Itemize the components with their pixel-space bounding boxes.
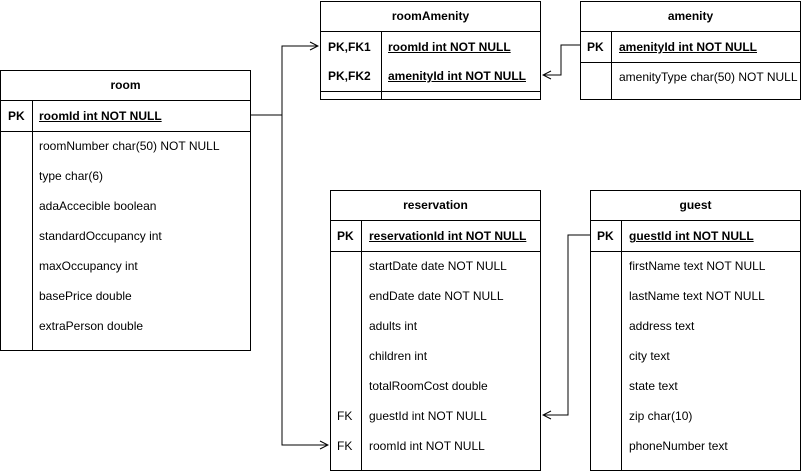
reservation-field-row: endDate date NOT NULL: [331, 281, 540, 311]
reservation-table: reservation PK reservationId int NOT NUL…: [330, 190, 541, 471]
guest-field: zip char(10): [629, 409, 693, 423]
room-field-row: extraPerson double: [1, 311, 250, 341]
roomamenity-field: amenityId int NOT NULL: [388, 69, 526, 83]
room-pk-field: roomId int NOT NULL: [39, 109, 162, 123]
guest-field: state text: [629, 379, 678, 393]
amenity-field-row: amenityType char(50) NOT NULL: [581, 62, 800, 92]
guest-field: firstName text NOT NULL: [629, 259, 766, 273]
reservation-key: FK: [337, 439, 353, 453]
reservation-field: endDate date NOT NULL: [369, 289, 504, 303]
reservation-field-row: FK roomId int NOT NULL: [331, 431, 540, 461]
room-field-row: basePrice double: [1, 281, 250, 311]
room-field-row: maxOccupancy int: [1, 251, 250, 281]
guest-table: guest PK guestId int NOT NULL firstName …: [590, 190, 801, 471]
roomamenity-table: roomAmenity PK,FK1 roomId int NOT NULL P…: [320, 1, 541, 100]
reservation-field: startDate date NOT NULL: [369, 259, 507, 273]
room-pk-row: PK roomId int NOT NULL: [1, 101, 250, 131]
amenity-table-title: amenity: [581, 2, 800, 32]
guest-pk-key: PK: [597, 229, 614, 243]
edge-amenity-to-roomamenity: [543, 44, 580, 75]
room-field: adaAccecible boolean: [39, 199, 157, 213]
room-table-title: room: [1, 71, 250, 101]
reservation-key: FK: [337, 409, 353, 423]
room-field-row: type char(6): [1, 161, 250, 191]
guest-field: address text: [629, 319, 695, 333]
room-field: basePrice double: [39, 289, 132, 303]
room-table: room PK roomId int NOT NULL roomNumber c…: [0, 70, 251, 351]
roomamenity-field: roomId int NOT NULL: [388, 40, 511, 54]
guest-pk-field: guestId int NOT NULL: [629, 229, 754, 243]
guest-field: phoneNumber text: [629, 439, 728, 453]
edge-guest-to-reservation: [543, 234, 590, 415]
guest-field-row: zip char(10): [591, 401, 800, 431]
guest-table-title: guest: [591, 191, 800, 221]
room-field: standardOccupancy int: [39, 229, 162, 243]
reservation-field: guestId int NOT NULL: [369, 409, 487, 423]
reservation-field-row: children int: [331, 341, 540, 371]
room-field: maxOccupancy int: [39, 259, 138, 273]
reservation-pk-row: PK reservationId int NOT NULL: [331, 221, 540, 251]
amenity-pk-row: PK amenityId int NOT NULL: [581, 32, 800, 62]
edge-room-to-roomamenity: [250, 46, 318, 116]
roomamenity-table-title: roomAmenity: [321, 2, 540, 32]
guest-field-row: city text: [591, 341, 800, 371]
room-pk-key: PK: [8, 109, 25, 123]
reservation-pk-key: PK: [337, 229, 354, 243]
guest-field-row: phoneNumber text: [591, 431, 800, 461]
reservation-field: adults int: [369, 319, 418, 333]
room-field-row: adaAccecible boolean: [1, 191, 250, 221]
room-field: type char(6): [39, 169, 104, 183]
guest-field-row: lastName text NOT NULL: [591, 281, 800, 311]
reservation-field: totalRoomCost double: [369, 379, 488, 393]
amenity-pk-field: amenityId int NOT NULL: [619, 40, 757, 54]
edge-room-to-reservation: [281, 115, 328, 445]
room-field: extraPerson double: [39, 319, 144, 333]
room-field: roomNumber char(50) NOT NULL: [39, 139, 220, 153]
reservation-field-row: totalRoomCost double: [331, 371, 540, 401]
roomamenity-key-row: PK,FK1 roomId int NOT NULL: [321, 32, 540, 62]
room-field-row: roomNumber char(50) NOT NULL: [1, 131, 250, 161]
amenity-table: amenity PK amenityId int NOT NULL amenit…: [580, 1, 801, 100]
amenity-field: amenityType char(50) NOT NULL: [619, 70, 798, 84]
reservation-field-row: FK guestId int NOT NULL: [331, 401, 540, 431]
reservation-table-title: reservation: [331, 191, 540, 221]
guest-field-row: state text: [591, 371, 800, 401]
reservation-field: children int: [369, 349, 428, 363]
roomamenity-key: PK,FK2: [328, 69, 371, 83]
guest-field-row: address text: [591, 311, 800, 341]
amenity-pk-key: PK: [587, 40, 604, 54]
guest-field: city text: [629, 349, 670, 363]
room-field-row: standardOccupancy int: [1, 221, 250, 251]
reservation-field-row: startDate date NOT NULL: [331, 251, 540, 281]
roomamenity-key: PK,FK1: [328, 40, 371, 54]
roomamenity-key-row: PK,FK2 amenityId int NOT NULL: [321, 61, 540, 91]
guest-field: lastName text NOT NULL: [629, 289, 765, 303]
reservation-pk-field: reservationId int NOT NULL: [369, 229, 527, 243]
reservation-field-row: adults int: [331, 311, 540, 341]
guest-field-row: firstName text NOT NULL: [591, 251, 800, 281]
reservation-field: roomId int NOT NULL: [369, 439, 485, 453]
guest-pk-row: PK guestId int NOT NULL: [591, 221, 800, 251]
